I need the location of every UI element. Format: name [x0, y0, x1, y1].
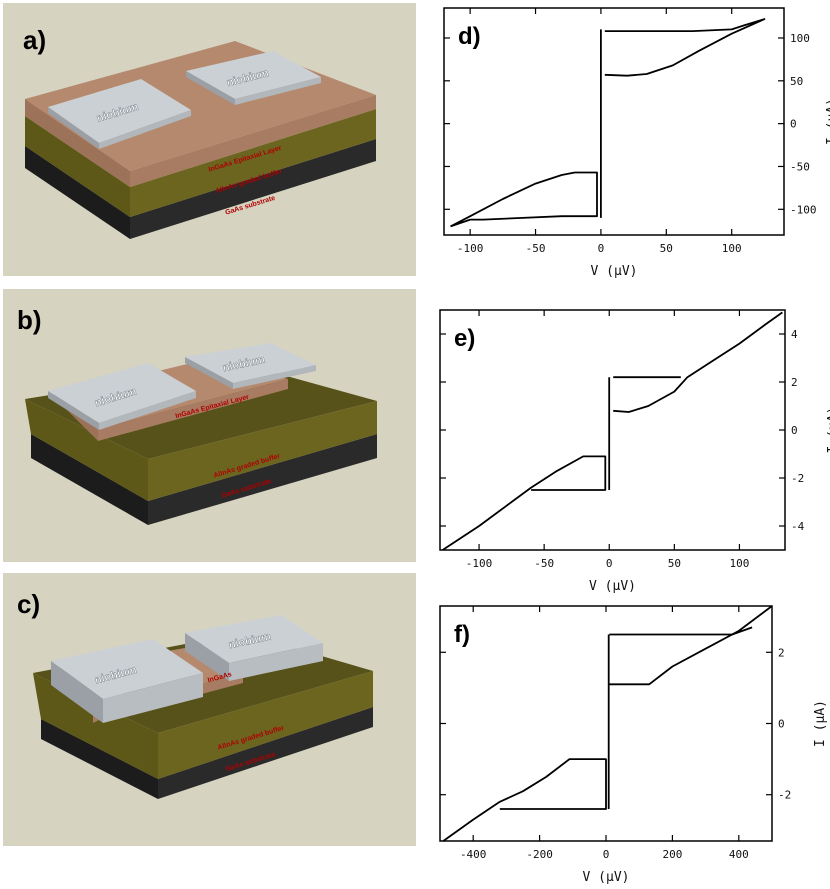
buffer-layer [25, 399, 148, 501]
panel-label-b: b) [17, 305, 42, 335]
x-tick-label: 0 [603, 848, 610, 861]
x-tick-label: 50 [668, 557, 681, 570]
niobium-contact-right: niobium [186, 51, 321, 105]
substrate-layer [31, 434, 148, 525]
x-axis-label: V (μV) [589, 579, 636, 594]
y-axis-label: I (μA) [813, 700, 828, 747]
y-tick-label: 0 [790, 118, 797, 131]
x-tick-label: 400 [729, 848, 749, 861]
buffer-layer [33, 673, 158, 779]
x-tick-label: -50 [526, 242, 546, 255]
x-tick-label: 100 [729, 557, 749, 570]
y-tick-label: 0 [778, 718, 785, 731]
y-tick-label: 100 [790, 32, 810, 45]
panel-label: e) [454, 325, 475, 352]
iv-plot-e: -100 -50 0 50 100 -4 -2 0 2 4 V (μV) I (μA) e) [424, 298, 830, 594]
plot-frame [443, 7, 785, 236]
panel-label: f) [454, 621, 470, 648]
substrate-layer-front [148, 434, 377, 525]
iv-plot-e-svg: -100 -50 0 50 100 -4 -2 0 2 4 V (μV) I (μA) e) [439, 309, 830, 594]
panel-label: d) [458, 23, 481, 50]
ingaas-layer-front [130, 95, 376, 187]
x-axis-label: V (μV) [583, 870, 630, 885]
buffer-layer [25, 116, 130, 217]
iv-curve [609, 605, 773, 686]
y-tick-label: 2 [778, 646, 785, 659]
y-tick-label: 2 [791, 376, 798, 389]
x-tick-label: 50 [660, 242, 673, 255]
x-tick-label: -50 [534, 557, 554, 570]
iv-curve [442, 758, 607, 842]
buffer-layer-front [148, 401, 377, 501]
niobium-contact-left: niobium [48, 79, 191, 149]
iv-curve [450, 171, 598, 228]
iv-curve [609, 626, 753, 636]
y-axis-label: I (μA) [826, 407, 830, 454]
panel-label-a: a) [23, 25, 46, 55]
iv-plot-d: -100 -50 0 50 100 -100 -50 0 50 100 V (μV) I (μA) d) [424, 0, 830, 290]
niobium-contact-left: niobium [51, 639, 203, 723]
x-tick-label: 200 [662, 848, 682, 861]
x-tick-label: -100 [457, 242, 484, 255]
iv-plot-f: -400 -200 0 200 400 -2 0 2 V (μV) I (μA) f) [424, 596, 828, 888]
ingaas-mesa-front [98, 379, 288, 441]
buffer-layer-front [130, 109, 376, 217]
device-schematic-a: niobium niobium InGaAs Epitaxial Layer A… [3, 3, 416, 276]
x-axis-label: V (μV) [591, 264, 638, 279]
substrate-layer-front [130, 139, 376, 239]
y-tick-label: -50 [790, 160, 810, 173]
ingaas-layer-side [25, 99, 130, 187]
y-tick-label: -4 [791, 520, 805, 533]
y-tick-label: 50 [790, 75, 803, 88]
panel-label-c: c) [17, 589, 40, 619]
y-tick-label: -100 [790, 203, 817, 216]
y-tick-label: 4 [791, 328, 798, 341]
device-schematic-c: niobium niobium InGaAs AlInAs graded buf… [3, 573, 416, 846]
x-tick-label: -200 [526, 848, 553, 861]
x-tick-label: 0 [598, 242, 605, 255]
x-tick-label: -100 [466, 557, 493, 570]
device-schematic-b: niobium niobium InGaAs Epitaxial Layer A… [3, 289, 416, 562]
niobium-contact-right: niobium [185, 615, 323, 681]
y-axis-label: I (μA) [825, 98, 830, 145]
x-tick-label: 100 [722, 242, 742, 255]
y-tick-label: -2 [791, 472, 804, 485]
niobium-contact-left: niobium [48, 363, 196, 430]
iv-curve [442, 455, 607, 551]
substrate-layer [41, 719, 158, 799]
plot-frame [439, 309, 786, 551]
niobium-contact-right: niobium [185, 343, 316, 389]
iv-plot-d-svg: -100 -50 0 50 100 -100 -50 0 50 100 V (μV) I (μA) d) [443, 7, 830, 279]
y-tick-label: -2 [778, 789, 791, 802]
iv-curve [613, 311, 783, 413]
iv-plot-f-svg: -400 -200 0 200 400 -2 0 2 V (μV) I (μA) f) [439, 605, 828, 885]
buffer-layer-front [158, 671, 373, 779]
iv-curve [604, 18, 766, 77]
x-tick-label: 0 [606, 557, 613, 570]
y-tick-label: 0 [791, 424, 798, 437]
x-tick-label: -400 [460, 848, 487, 861]
substrate-layer [25, 146, 130, 239]
substrate-layer-front [158, 707, 373, 799]
